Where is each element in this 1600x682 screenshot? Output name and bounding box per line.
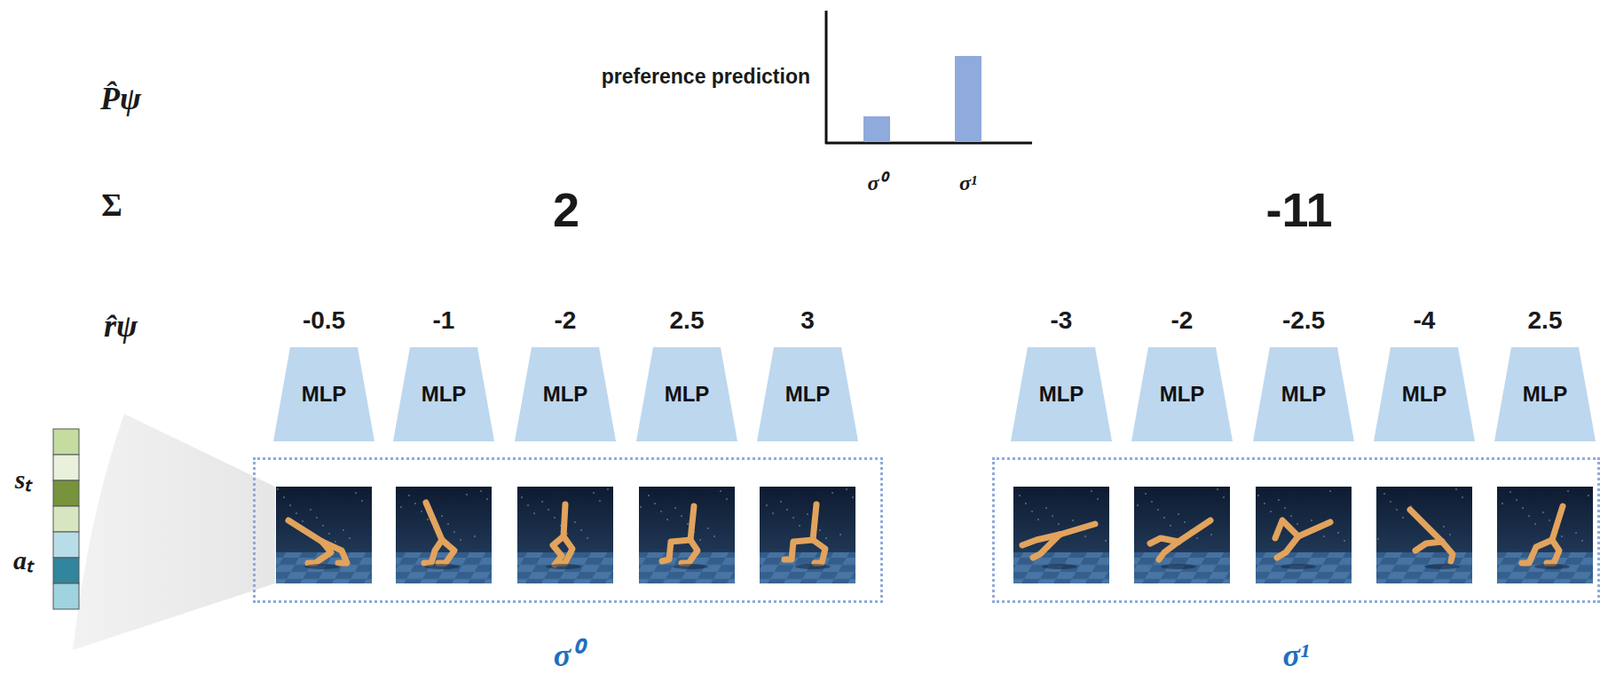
reward-value: -2 [554,306,577,335]
state-label: sₜ [15,464,32,496]
reward-value: 2.5 [669,306,705,335]
reward-value: 2.5 [1528,306,1563,335]
reward-value: -0.5 [302,306,346,335]
sum-value: 2 [552,181,580,237]
reward-value: 3 [800,306,815,335]
mlp-block: MLP [1494,346,1596,442]
mlp-block: MLP [273,346,375,442]
action-label: aₜ [13,544,33,576]
mlp-block: MLP [514,346,616,442]
block-label: MLP [1159,381,1206,407]
reward-value: -2.5 [1282,306,1325,335]
reward-value: -1 [433,306,456,335]
reward-value: -3 [1050,306,1073,335]
block-label: MLP [1522,381,1569,407]
block-label: MLP [421,381,467,407]
mlp-block: MLP [393,346,495,442]
block-label: MLP [543,381,589,407]
block-label: MLP [1402,381,1448,407]
mlp-block: MLP [756,346,859,442]
state-action-vector [53,428,79,609]
projection-cone [72,413,276,650]
row-symbol: Σ [101,187,123,224]
chart-title: preference prediction [601,64,811,88]
segment-label: σ¹ [1282,638,1309,671]
sum-value: -11 [1265,181,1333,237]
bar-label: σ¹ [959,171,978,197]
reward-value: -4 [1413,306,1436,335]
reward-value: -2 [1171,306,1194,335]
mlp-block: MLP [636,346,738,442]
mlp-block: MLP [1010,346,1112,442]
block-label: MLP [1281,381,1327,407]
frames [275,486,1593,584]
mlp-block: MLP [1373,346,1475,442]
axis-symbol: P̂ψ [100,80,142,118]
block-label: MLP [1039,381,1085,407]
block-label: MLP [301,381,347,407]
block-label: MLP [785,381,831,407]
segment-label: σ⁰ [553,638,583,671]
block-label: MLP [664,381,710,407]
segment-box: σ¹ [992,457,1600,603]
mlp-block: MLP [1253,346,1355,442]
mlp-block: MLP [1131,346,1233,442]
bar-chart [825,10,1033,144]
bar-label: σ⁰ [867,171,887,197]
row-symbol: r̂ψ [103,307,138,345]
segment-box: σ⁰ [252,457,883,603]
